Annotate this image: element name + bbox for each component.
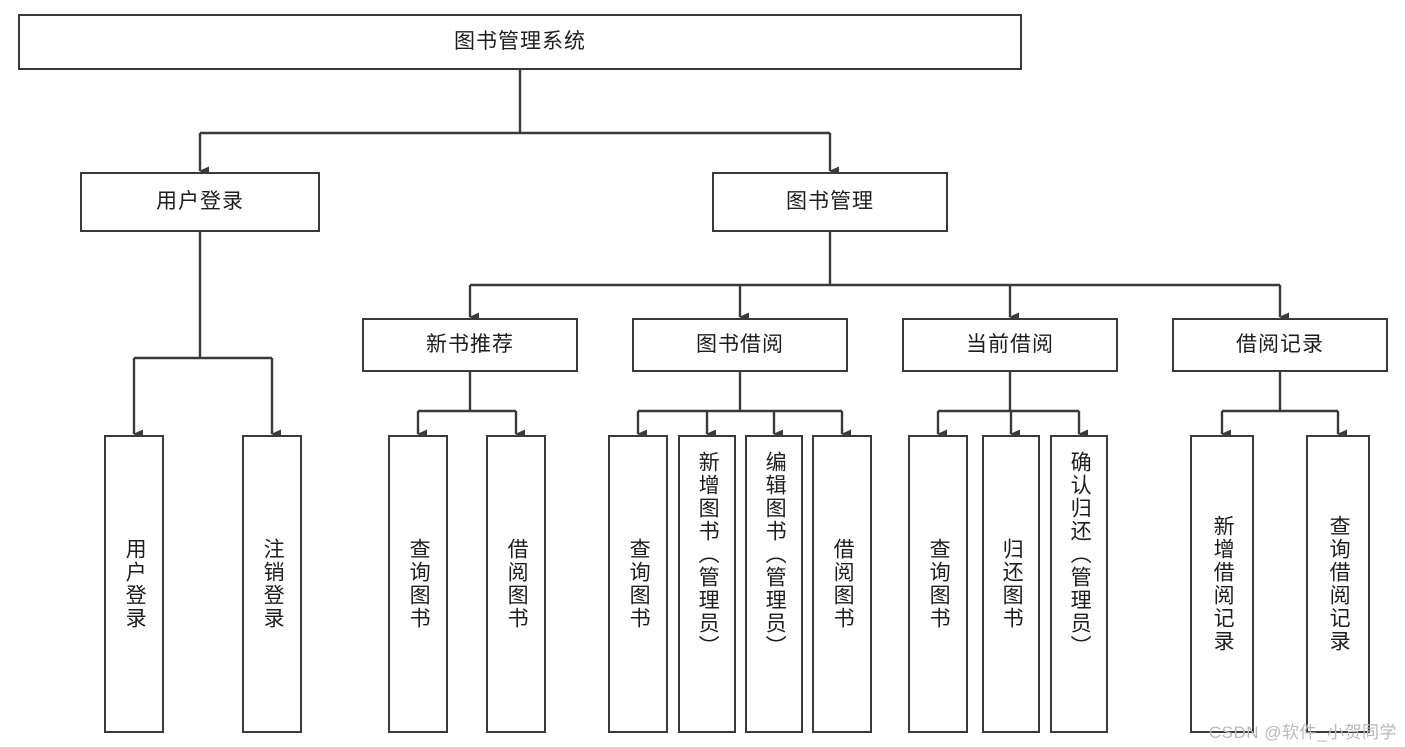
node-label: 新增借阅记录	[1211, 515, 1235, 653]
node-label: 查询图书	[927, 538, 951, 630]
node-label: 借阅图书	[831, 538, 855, 630]
node-leaf-query-book-1[interactable]: 查询图书	[388, 435, 448, 733]
node-label: 新书推荐	[426, 333, 514, 357]
node-leaf-edit-book[interactable]: 编辑图书（管理员）	[745, 435, 803, 733]
node-leaf-query-record[interactable]: 查询借阅记录	[1306, 435, 1370, 733]
node-book-borrow[interactable]: 图书借阅	[632, 318, 848, 372]
node-label: 确认归还（管理员）	[1068, 451, 1092, 658]
node-leaf-query-book-2[interactable]: 查询图书	[608, 435, 668, 733]
node-label: 用户登录	[156, 190, 244, 214]
node-leaf-query-book-3[interactable]: 查询图书	[908, 435, 968, 733]
node-label: 编辑图书（管理员）	[763, 451, 787, 658]
node-label: 图书管理	[786, 190, 874, 214]
node-label: 归还图书	[1000, 538, 1024, 630]
node-label: 新增图书（管理员）	[696, 451, 720, 658]
node-borrow-record[interactable]: 借阅记录	[1172, 318, 1388, 372]
node-current-borrow[interactable]: 当前借阅	[902, 318, 1118, 372]
node-label: 借阅记录	[1236, 333, 1324, 357]
node-label: 用户登录	[123, 538, 147, 630]
node-leaf-borrow-book-2[interactable]: 借阅图书	[812, 435, 872, 733]
node-leaf-user-login[interactable]: 用户登录	[104, 435, 164, 733]
node-label: 注销登录	[261, 538, 285, 630]
node-label: 查询图书	[407, 538, 431, 630]
node-new-book-rec[interactable]: 新书推荐	[362, 318, 578, 372]
node-leaf-confirm-return[interactable]: 确认归还（管理员）	[1050, 435, 1108, 733]
node-root[interactable]: 图书管理系统	[18, 14, 1022, 70]
node-leaf-add-book[interactable]: 新增图书（管理员）	[678, 435, 736, 733]
node-leaf-return-book[interactable]: 归还图书	[982, 435, 1040, 733]
node-user-login[interactable]: 用户登录	[80, 172, 320, 232]
node-label: 图书借阅	[696, 333, 784, 357]
node-label: 查询图书	[627, 538, 651, 630]
node-leaf-add-record[interactable]: 新增借阅记录	[1190, 435, 1254, 733]
node-label: 查询借阅记录	[1327, 515, 1351, 653]
node-leaf-user-logout[interactable]: 注销登录	[242, 435, 302, 733]
node-label: 当前借阅	[966, 333, 1054, 357]
watermark-credit: CSDN @软件_小贺同学	[1208, 723, 1397, 742]
node-label: 图书管理系统	[454, 30, 586, 54]
node-leaf-borrow-book-1[interactable]: 借阅图书	[486, 435, 546, 733]
node-label: 借阅图书	[505, 538, 529, 630]
node-book-manage[interactable]: 图书管理	[712, 172, 948, 232]
